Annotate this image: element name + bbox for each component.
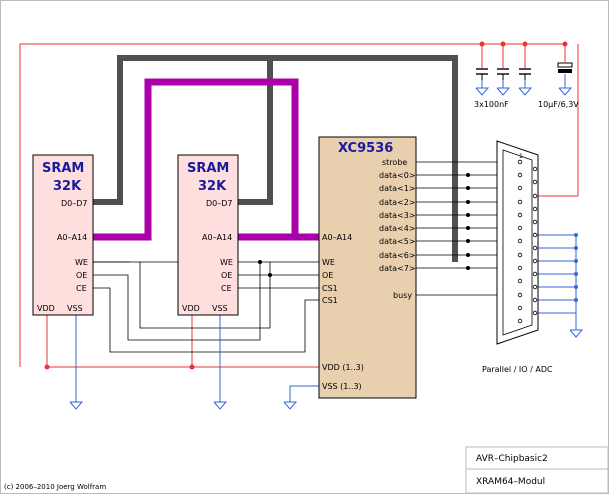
title-project: AVR–Chipbasic2 [476,454,548,464]
cpld-pin-vdd: VDD (1..3) [322,363,364,372]
data-bus-junctions [466,173,470,270]
cpld-pin-data4: data<4> [379,224,416,233]
sram-1-pin-oe: OE [76,271,87,280]
cpld-pin-strobe: strobe [382,158,407,167]
sram-2-pin-we: WE [220,258,233,267]
cpld-pin-addr: A0–A14 [322,233,352,242]
cpld-pin-data2: data<2> [379,198,416,207]
ground-net [69,74,584,410]
control-signals [92,261,520,353]
ceramic-capacitor-leads [481,74,526,80]
control-junctions [258,260,272,277]
cpld-pin-data1: data<1> [379,184,416,193]
electrolytic-capacitor [557,62,573,73]
cpld-pin-cs1-b: CS1 [322,296,338,305]
cpld-pin-data3: data<3> [379,211,416,220]
vdd-net [19,43,579,368]
sram-2-pin-vdd: VDD [182,304,200,313]
cpld-pin-we: WE [322,258,335,267]
connector-pins-row-b [532,166,538,316]
address-bus [92,78,320,241]
sram-2-title: SRAM [187,161,229,176]
sram-chip-1: SRAM 32K D0–D7 A0–A14 WE OE CE VDD VSS [32,154,94,316]
caps-ceramic-label: 3x100nF [474,100,509,109]
sram-2-pin-oe: OE [221,271,232,280]
cpld-pin-oe: OE [322,271,333,280]
sram-2-pin-ce: CE [221,284,232,293]
title-block [465,446,609,494]
title-module: XRAM64–Modul [476,477,545,487]
cpld-title: XC9536 [338,141,393,156]
connector-pins-row-a [517,159,523,324]
connector-pin1-marker: 1 [519,153,523,160]
cpld-pin-data6: data<6> [379,251,416,260]
cpld-pin-data5: data<5> [379,237,416,246]
sram-1-pin-addr: A0–A14 [57,233,87,242]
data-bus [92,55,458,262]
cpld-chip: XC9536 strobe data<0> data<1> data<2> da… [318,136,417,399]
caps-electrolytic-label: 10µF/6,3V [538,100,579,109]
connector-label: Parallel / IO / ADC [482,365,553,374]
cpld-pin-data0: data<0> [379,171,416,180]
sram-1-title: SRAM [42,161,84,176]
ceramic-capacitors [476,68,531,75]
sram-2-pin-addr: A0–A14 [202,233,232,242]
sram-1-pin-vss: VSS [67,304,83,313]
cpld-pin-data7: data<7> [379,264,416,273]
sram-2-size: 32K [198,179,227,194]
sram-2-pin-vss: VSS [212,304,228,313]
cpld-pin-cs1: CS1 [322,284,338,293]
vdd-junctions [44,41,568,370]
sram-1-pin-data: D0–D7 [61,199,88,208]
sram-1-pin-vdd: VDD [37,304,55,313]
data-bus-fanout [415,161,520,269]
db25-connector: 1 [496,140,539,345]
cpld-pin-vss: VSS (1..3) [322,382,362,391]
ground-junctions [574,233,578,302]
sram-1-pin-we: WE [75,258,88,267]
cpld-pin-busy: busy [393,291,412,300]
sram-1-size: 32K [53,179,82,194]
copyright-note: (c) 2006–2010 Joerg Wolfram [4,483,106,491]
sram-chip-2: SRAM 32K D0–D7 A0–A14 WE OE CE VDD VSS [177,154,239,316]
sram-1-pin-ce: CE [76,284,87,293]
sram-2-pin-data: D0–D7 [206,199,233,208]
